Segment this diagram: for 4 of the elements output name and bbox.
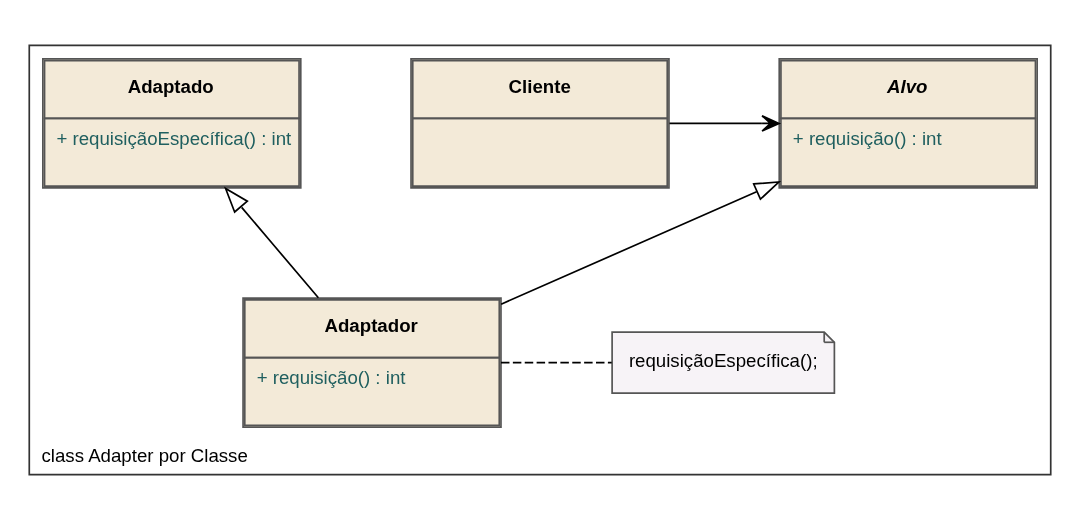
arrow — [223, 186, 320, 299]
connector — [500, 361, 613, 364]
arrow — [500, 181, 782, 306]
arrow — [668, 114, 780, 132]
